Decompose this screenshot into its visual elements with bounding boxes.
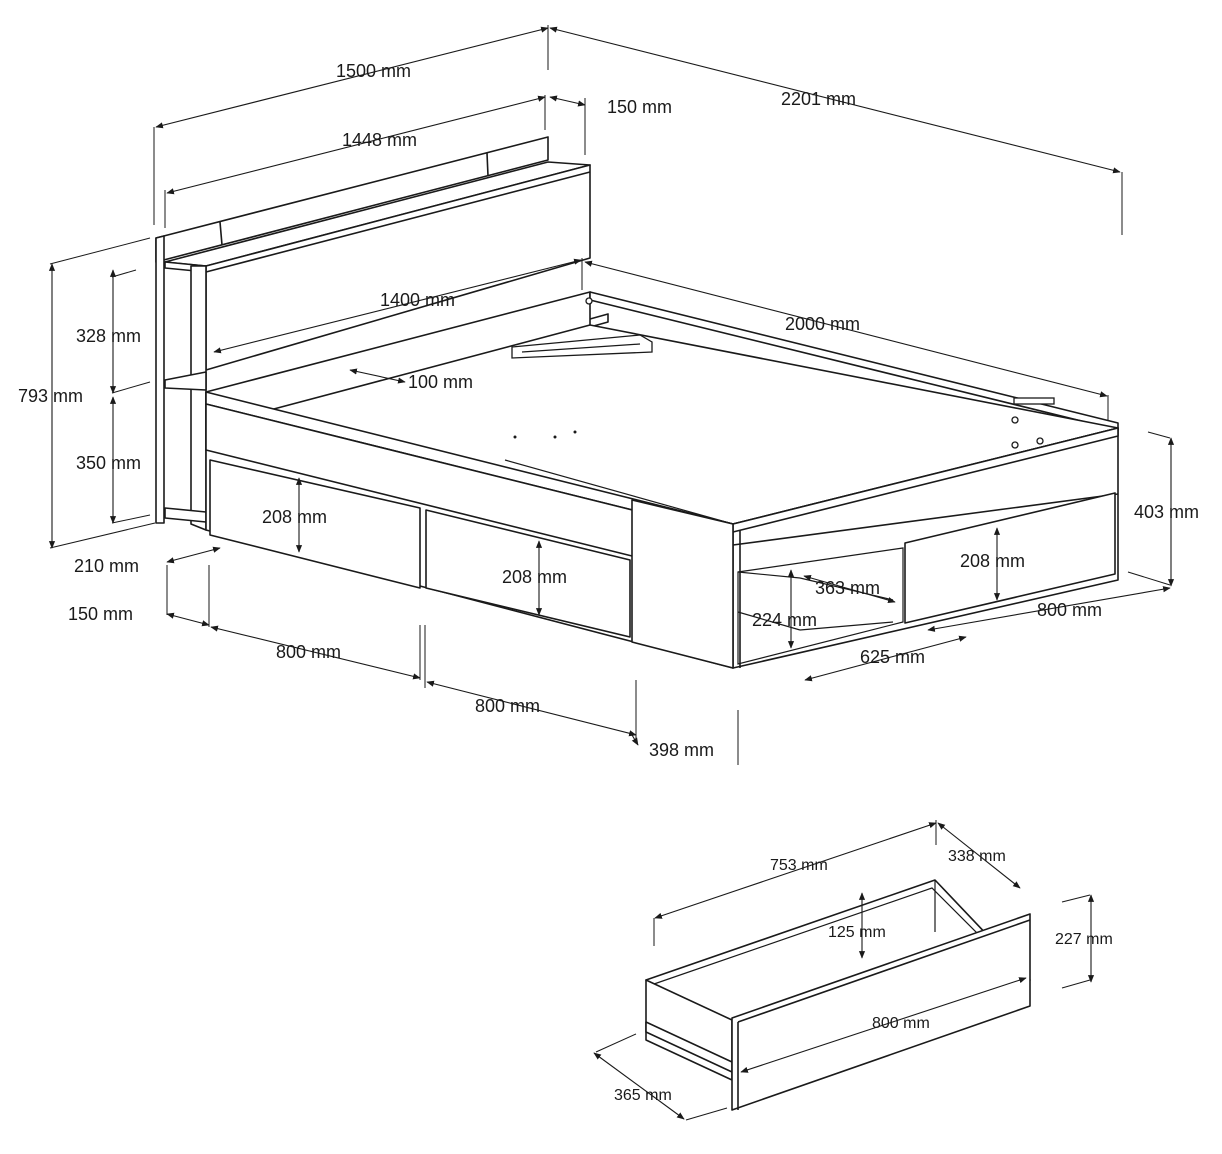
label-drawer-height-2: 208 mm	[502, 567, 567, 587]
label-shelf-upper: 328 mm	[76, 326, 141, 346]
label-headboard-height: 793 mm	[18, 386, 83, 406]
label-length-overall: 2201 mm	[781, 89, 856, 109]
label-drawer-height-1: 208 mm	[262, 507, 327, 527]
label-bed-height: 403 mm	[1134, 502, 1199, 522]
label-shelf-depth: 210 mm	[74, 556, 139, 576]
label-shelf-lower: 350 mm	[76, 453, 141, 473]
label-drawer-inner-height: 125 mm	[828, 924, 886, 941]
label-drawer-depth: 338 mm	[948, 848, 1006, 865]
label-mattress-length: 2000 mm	[785, 314, 860, 334]
label-side-panel: 398 mm	[649, 740, 714, 760]
label-drawer-width-1: 800 mm	[276, 642, 341, 662]
label-drawer-front-width: 800 mm	[872, 1015, 930, 1032]
label-offset-150: 150 mm	[68, 604, 133, 624]
bed-dimensions	[48, 25, 1175, 765]
label-mattress-width: 1400 mm	[380, 290, 455, 310]
bed-drawing: 1500 mm 2201 mm 150 mm 1448 mm 1400 mm 2…	[18, 25, 1199, 765]
drawer-dimensions	[593, 820, 1095, 1121]
label-headboard-width: 1448 mm	[342, 130, 417, 150]
label-niche-height: 224 mm	[752, 610, 817, 630]
side-panel	[631, 499, 734, 669]
label-drawer-length: 753 mm	[770, 857, 828, 874]
label-drawer-width-2: 800 mm	[475, 696, 540, 716]
label-width-overall: 1500 mm	[336, 61, 411, 81]
label-drawer-height-3: 208 mm	[960, 551, 1025, 571]
drawer-drawing: 753 mm 338 mm 125 mm 227 mm 800 mm 365 m…	[593, 820, 1113, 1121]
drawer-box	[645, 879, 1031, 1111]
label-slat-gap: 100 mm	[408, 372, 473, 392]
label-drawer-height: 227 mm	[1055, 931, 1113, 948]
side-drawers	[209, 459, 734, 669]
drawer-1	[209, 459, 421, 589]
label-headboard-depth: 150 mm	[607, 97, 672, 117]
drawer-labels: 753 mm 338 mm 125 mm 227 mm 800 mm 365 m…	[614, 848, 1113, 1104]
drawer-2	[425, 509, 631, 638]
label-niche-width: 625 mm	[860, 647, 925, 667]
label-drawer-width-3: 800 mm	[1037, 600, 1102, 620]
bed-labels: 1500 mm 2201 mm 150 mm 1448 mm 1400 mm 2…	[18, 61, 1199, 760]
label-niche-depth: 363 mm	[815, 578, 880, 598]
label-drawer-front-depth: 365 mm	[614, 1087, 672, 1104]
